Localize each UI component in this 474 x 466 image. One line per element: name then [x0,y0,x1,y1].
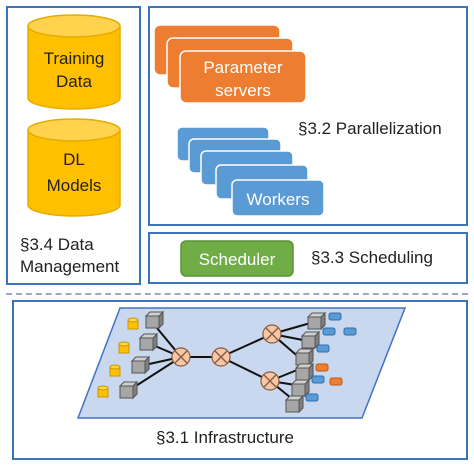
gpu-chip-icon [316,344,330,353]
server-icon [118,380,139,400]
scheduling-label: §3.3 Scheduling [311,248,433,267]
dl-models-line1: DL [63,150,85,169]
switch-icons [171,324,282,391]
scheduler-rect [180,240,294,277]
network-plane [76,307,407,419]
training-data-line1: Training [44,49,105,68]
section-divider [6,293,468,295]
server-icon [284,394,305,414]
server-icon [144,310,165,330]
gpu-chip-icon [311,375,325,384]
storage-icon [109,364,121,377]
left-server-group [97,310,165,400]
switch-icon [171,347,191,367]
data-management-label: §3.4 Data Management [20,234,119,278]
dl-models-cylinder: DL Models [27,118,121,217]
server-icon [130,355,151,375]
data-management-label-line1: §3.4 Data [20,235,94,254]
right-top-server-group [294,311,357,367]
param-servers-line1: Parameter [203,58,283,77]
switch-icon [211,347,231,367]
switch-icon [260,371,280,391]
gpu-chip-icon [305,393,319,402]
dl-models-line2: Models [47,176,102,195]
ps-chip-icon [329,377,343,386]
server-icon [138,332,159,352]
server-icon [306,311,327,331]
server-icon [294,347,315,367]
storage-icon [97,385,109,398]
infrastructure-label: §3.1 Infrastructure [156,428,294,447]
worker-card-front [231,179,325,217]
gpu-chip-icon [328,312,342,321]
workers-label: Workers [247,190,310,209]
server-icon [294,362,315,382]
gpu-chip-icon [343,327,357,336]
right-bottom-server-group [284,362,343,414]
server-icon [300,330,321,350]
param-server-card-front [179,50,307,104]
training-data-cylinder: Training Data [27,14,121,110]
switch-icon [262,324,282,344]
ps-chip-icon [315,363,329,372]
parallelization-label: §3.2 Parallelization [298,119,442,138]
server-icon [290,378,311,398]
storage-icon [127,317,139,330]
training-data-line2: Data [56,72,92,91]
scheduler-text: Scheduler [199,250,276,269]
param-servers-line2: servers [215,81,271,100]
gpu-chip-icon [322,327,336,336]
storage-icon [118,341,130,354]
data-management-label-line2: Management [20,257,120,276]
